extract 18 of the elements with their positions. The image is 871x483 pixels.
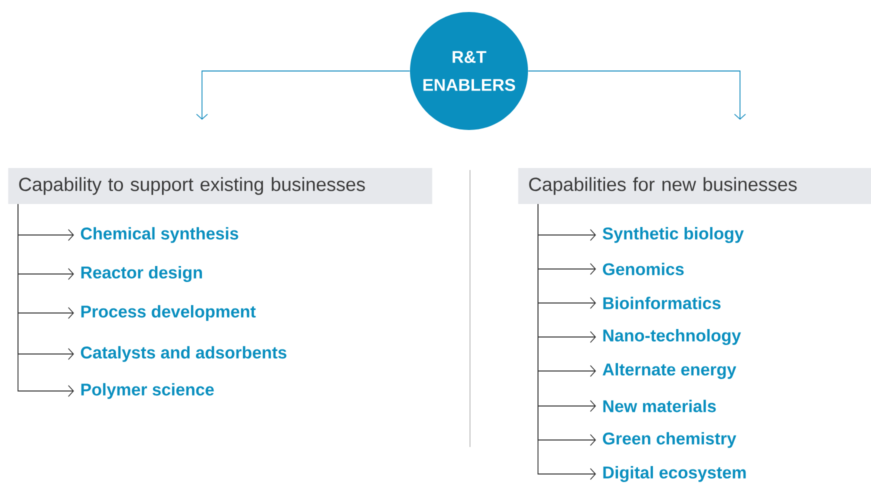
capability-item: Reactor design: [81, 266, 202, 282]
capability-item: Genomics: [602, 262, 684, 276]
capability-item: Alternate energy: [602, 363, 736, 379]
capability-item: Green chemistry: [602, 432, 736, 448]
capability-item: Bioinformatics: [603, 296, 721, 310]
capability-item: Process development: [81, 305, 256, 321]
arrow: [528, 70, 746, 120]
capability-item: Nano-technology: [603, 329, 741, 345]
capability-item: Digital ecosystem: [603, 466, 746, 482]
tree-arrow: [18, 204, 74, 397]
arrow: [196, 70, 410, 120]
category-header: Capabilities for new businesses: [518, 168, 871, 204]
capability-item: New materials: [603, 400, 716, 412]
capability-item: Chemical synthesis: [80, 227, 238, 243]
capability-item: Synthetic biology: [602, 227, 744, 243]
capability-item: Catalysts and adsorbents: [80, 346, 286, 362]
category-header: Capability to support existing businesses: [8, 168, 432, 204]
capability-item: Polymer science: [81, 383, 214, 399]
